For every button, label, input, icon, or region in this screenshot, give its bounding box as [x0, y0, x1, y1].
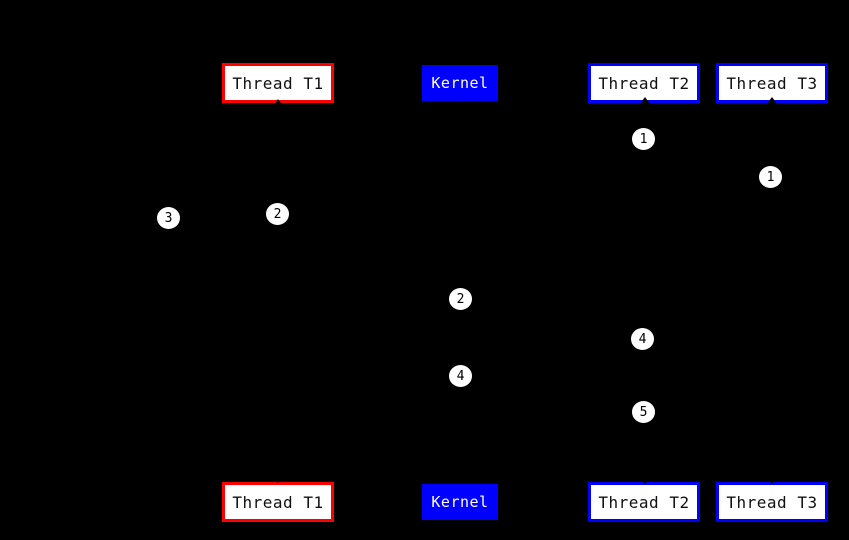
- sequence-marker-4: 4: [631, 328, 654, 350]
- node-kernel-bottom: Kernel: [422, 484, 498, 520]
- sequence-marker-4: 4: [449, 365, 472, 387]
- node-thread-t2-top-label: Thread T2: [598, 73, 690, 93]
- sequence-marker-5: 5: [632, 401, 655, 423]
- lifeline-arrowhead-icon: [640, 477, 650, 484]
- node-thread-t2-bottom-label: Thread T2: [598, 492, 690, 512]
- node-thread-t3-bottom: Thread T3: [716, 482, 828, 522]
- node-kernel-bottom-label: Kernel: [431, 493, 489, 511]
- node-kernel-top-label: Kernel: [431, 74, 489, 92]
- sequence-marker-3: 3: [157, 207, 180, 229]
- lifeline-arrowhead-icon: [767, 477, 777, 484]
- sequence-marker-1: 1: [759, 166, 782, 188]
- node-thread-t3-top-label: Thread T3: [726, 73, 818, 93]
- node-thread-t2-bottom: Thread T2: [588, 482, 700, 522]
- node-thread-t1-bottom: Thread T1: [222, 482, 334, 522]
- lifeline-arrowhead-icon: [273, 476, 283, 483]
- lifeline-arrowhead-icon: [273, 99, 283, 106]
- node-thread-t2-top: Thread T2: [588, 63, 700, 103]
- node-thread-t1-bottom-label: Thread T1: [232, 492, 324, 512]
- node-thread-t1-top: Thread T1: [222, 63, 334, 103]
- sequence-marker-1: 1: [632, 128, 655, 150]
- sequence-marker-2: 2: [266, 203, 289, 225]
- lifeline-arrowhead-icon: [767, 97, 777, 104]
- node-kernel-top: Kernel: [422, 65, 498, 101]
- node-thread-t1-top-label: Thread T1: [232, 73, 324, 93]
- node-thread-t3-bottom-label: Thread T3: [726, 492, 818, 512]
- lifeline-arrowhead-icon: [640, 97, 650, 104]
- sequence-marker-2: 2: [449, 288, 472, 310]
